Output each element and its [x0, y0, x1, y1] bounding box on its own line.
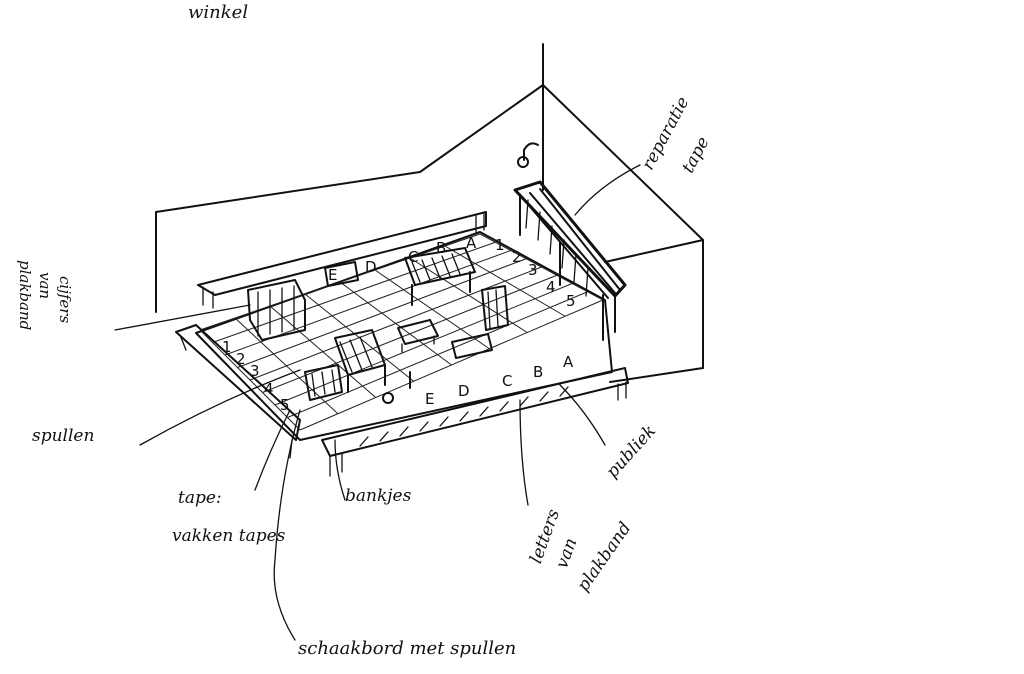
audience-railing	[513, 180, 627, 341]
label-tape: tape:	[178, 488, 222, 508]
floor-letter-front: E	[425, 390, 434, 408]
floor-letter-front: B	[533, 363, 543, 381]
leader-lines	[114, 164, 641, 641]
grid-line	[374, 269, 490, 350]
floor-letter-back: A	[466, 234, 477, 252]
back-bench	[197, 211, 487, 309]
floor-letter-front: D	[458, 382, 470, 400]
floor-letter-front: A	[563, 353, 574, 371]
floor-number-left: 1	[222, 338, 232, 356]
label-cijfers: cijfers	[56, 276, 74, 324]
grid-line	[479, 233, 604, 301]
label-cijfers-van: van	[36, 272, 54, 300]
grid-line	[444, 245, 566, 317]
floor-letter-back: B	[436, 239, 446, 257]
floor-letter-back: D	[365, 258, 377, 276]
floor-number-left: 3	[250, 362, 260, 380]
furniture-4	[304, 364, 343, 401]
floor-letter-front: C	[502, 372, 512, 390]
floor-object	[382, 371, 411, 404]
floor-number-left: 2	[236, 350, 246, 368]
floor	[195, 231, 613, 441]
furniture-7	[481, 285, 509, 331]
furniture-5	[397, 319, 439, 353]
floor-number-right: 4	[546, 278, 556, 296]
floor-number-left: 4	[264, 380, 274, 398]
floor-number-right: 5	[566, 292, 576, 310]
floor-number-right: 3	[528, 261, 538, 279]
grid-line	[299, 299, 604, 431]
grid-line	[287, 291, 588, 418]
lamp	[517, 142, 539, 168]
furniture-6	[451, 333, 493, 359]
floor-letter-back: E	[328, 266, 337, 284]
title-winkel: winkel	[188, 2, 249, 23]
grid-line	[274, 283, 573, 406]
furniture-8	[324, 261, 359, 287]
label-cijfers-plakband: plakband	[16, 260, 34, 331]
label-vakken-tapes: vakken tapes	[172, 526, 286, 546]
left-bench	[175, 324, 301, 459]
grid-line	[262, 274, 558, 393]
room-box	[155, 43, 704, 383]
furniture-3	[334, 329, 386, 393]
furniture-1	[247, 279, 306, 341]
front-bench	[321, 367, 629, 477]
label-spullen: spullen	[32, 426, 95, 446]
floor-number-right: 2	[512, 248, 522, 266]
floor-number-right: 1	[495, 236, 505, 254]
label-bankjes: bankjes	[345, 486, 412, 506]
label-schaakbord: schaakbord met spullen	[298, 638, 517, 659]
grid-line	[339, 281, 452, 366]
furniture-2	[404, 247, 476, 306]
